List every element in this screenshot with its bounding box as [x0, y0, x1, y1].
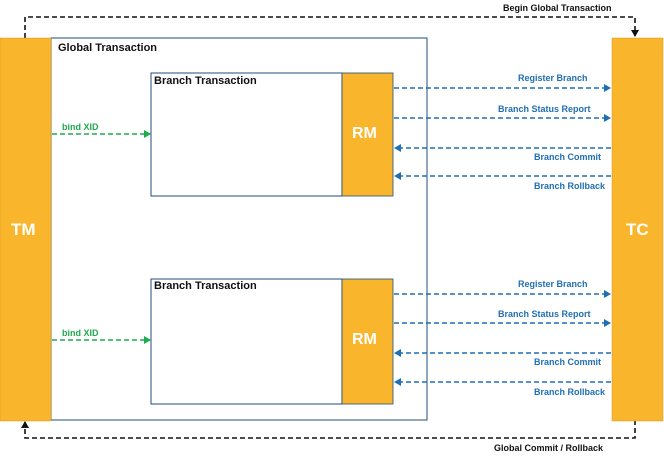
- branch-transaction-title-2: Branch Transaction: [154, 280, 257, 292]
- rm-label-2: RM: [352, 331, 377, 348]
- rm-label-1: RM: [352, 125, 377, 142]
- branch-transaction-title-1: Branch Transaction: [154, 75, 257, 87]
- tm-bar: [0, 37, 52, 422]
- global-commit-rollback-connector: [21, 420, 636, 439]
- bind-xid-label-2: bind XID: [62, 328, 99, 338]
- branch-rollback-label-2: Branch Rollback: [534, 387, 606, 397]
- begin-global-transaction-connector: [24, 16, 639, 38]
- branch-status-report-label-2: Branch Status Report: [498, 309, 591, 319]
- branch-transaction-box-1: [150, 72, 343, 197]
- register-branch-label-2: Register Branch: [518, 279, 588, 289]
- begin-global-transaction-label: Begin Global Transaction: [503, 3, 612, 13]
- bind-xid-label-1: bind XID: [62, 122, 99, 132]
- rm-box-1: [341, 72, 394, 197]
- tm-label: TM: [11, 220, 36, 239]
- global-commit-rollback-label: Global Commit / Rollback: [494, 443, 604, 453]
- branch-commit-label-2: Branch Commit: [534, 357, 602, 367]
- rm-box-2: [341, 278, 394, 405]
- branch-rollback-label-1: Branch Rollback: [534, 181, 606, 191]
- tc-label: TC: [626, 220, 649, 239]
- branch-status-report-label-1: Branch Status Report: [498, 104, 591, 114]
- register-branch-label-1: Register Branch: [518, 73, 588, 83]
- branch-commit-label-1: Branch Commit: [534, 152, 602, 162]
- branch-transaction-box-2: [150, 278, 343, 405]
- tc-bar: [611, 37, 664, 422]
- global-transaction-title: Global Transaction: [58, 42, 158, 54]
